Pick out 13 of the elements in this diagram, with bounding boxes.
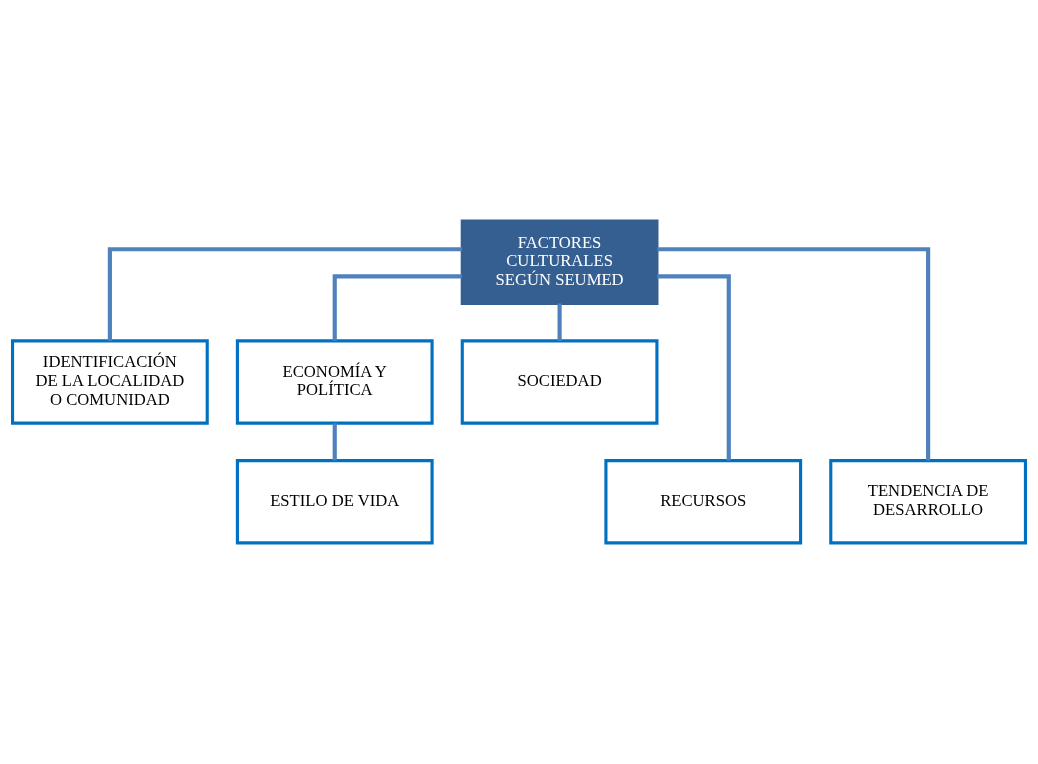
connector xyxy=(332,423,337,461)
connector xyxy=(657,274,731,461)
node-box: FACTORES CULTURALES SEGÚN SEUMED xyxy=(460,219,659,305)
node-box: SOCIEDAD xyxy=(460,339,659,425)
node-box: ECONOMÍA Y POLÍTICA xyxy=(235,339,434,425)
node-box: ESTILO DE VIDA xyxy=(235,459,434,545)
connector xyxy=(657,247,931,461)
connector xyxy=(107,247,462,341)
connector xyxy=(332,274,462,341)
node-box: TENDENCIA DE DESARROLLO xyxy=(829,459,1027,545)
node-box: RECURSOS xyxy=(604,459,803,545)
node-box: IDENTIFICACIÓN DE LA LOCALIDAD O COMUNIDAD xyxy=(11,339,209,425)
connector xyxy=(557,303,562,341)
